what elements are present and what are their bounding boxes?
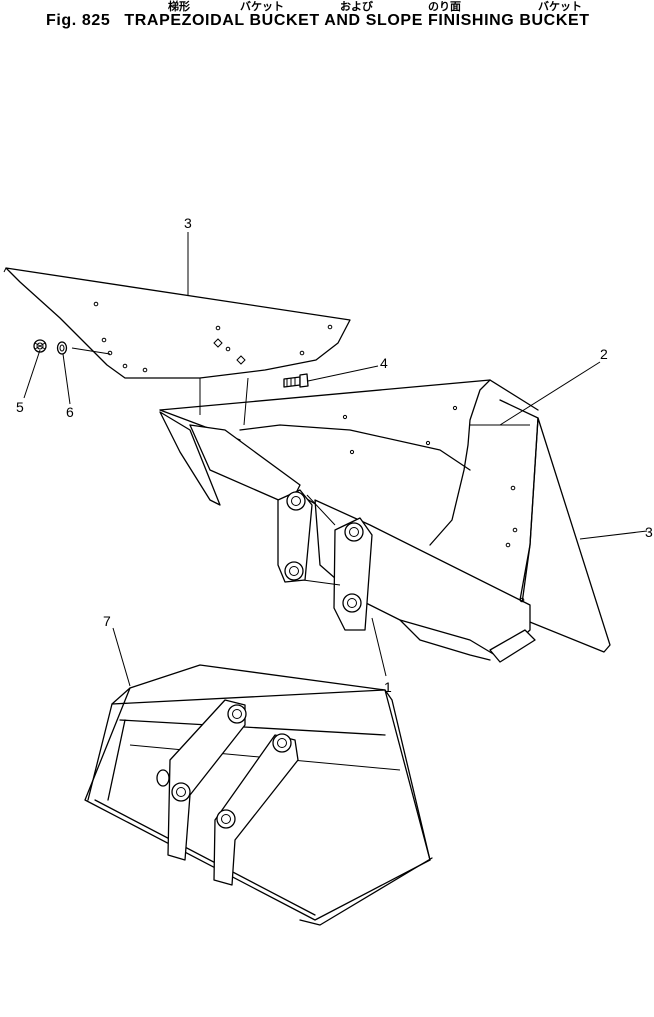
slope-finishing-bucket (159, 379, 611, 663)
callout-part-4: 4 (380, 355, 388, 371)
callout-part-7: 7 (103, 613, 111, 629)
figure-title-text: TRAPEZOIDAL BUCKET AND SLOPE FINISHING B… (124, 12, 590, 29)
bolt-part-4 (283, 373, 309, 388)
figure-number: Fig. 825 (46, 12, 111, 29)
callout-part-2: 2 (600, 346, 608, 362)
callout-part-5: 5 (16, 399, 24, 415)
washer-part-6 (56, 341, 68, 355)
jp-caption-bucket-2: バケット (538, 0, 582, 13)
jp-caption-slope: のり面 (428, 0, 461, 13)
callout-part-3-right: 3 (645, 524, 653, 540)
jp-caption-and: および (340, 0, 373, 13)
figure-title: Fig. 825 TRAPEZOIDAL BUCKET AND SLOPE FIN… (46, 12, 646, 30)
callout-part-3-top: 3 (184, 215, 192, 231)
trapezoidal-bucket (84, 664, 433, 926)
jp-caption-bucket-1: バケット (240, 0, 284, 13)
side-plate-left (3, 267, 351, 379)
assembly-leader-lines (71, 347, 249, 426)
callout-part-6: 6 (66, 404, 74, 420)
jp-caption-trapezoidal: 梯形 (168, 0, 190, 13)
nut-part-5 (33, 339, 47, 353)
callout-leaders (23, 232, 648, 687)
callout-part-1: 1 (384, 679, 392, 695)
figure-header: 梯形 バケット および のり面 バケット Fig. 825 TRAPEZOIDAL… (0, 0, 654, 40)
